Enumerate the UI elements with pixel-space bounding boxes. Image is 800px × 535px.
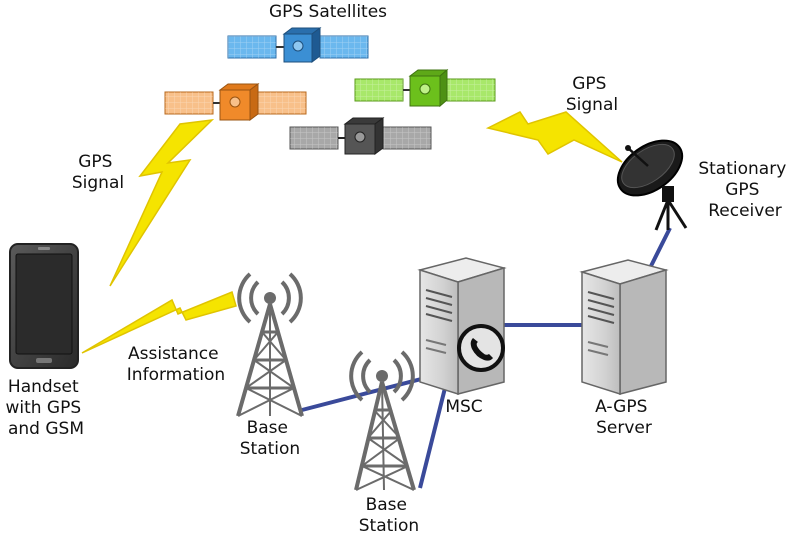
satellite-orange-icon — [164, 83, 307, 121]
label-agps-server: A-GPS Server — [595, 397, 653, 438]
satellite-green-icon — [354, 68, 496, 108]
msc-server-icon — [417, 257, 507, 396]
base-station-1-icon — [236, 272, 304, 417]
label-stationary-receiver: Stationary GPS Receiver — [698, 159, 791, 221]
satellite-dish-icon — [616, 139, 688, 231]
label-gps-satellites: GPS Satellites — [269, 2, 387, 22]
label-gps-signal-right: GPS Signal — [566, 74, 618, 115]
satellite-blue-icon — [227, 27, 369, 63]
handset-icon — [9, 243, 79, 369]
satellite-gray-icon — [289, 117, 432, 155]
label-gps-signal-left: GPS Signal — [72, 152, 124, 193]
agps-server-icon — [579, 259, 669, 396]
diagram-labels: GPS Satellites GPS Signal GPS Signal Sta… — [5, 2, 791, 535]
label-base-station-2: Base Station — [359, 495, 419, 535]
lightning-assistance-icon — [81, 290, 237, 354]
label-handset: Handset with GPS and GSM — [5, 377, 86, 439]
lightning-left-icon — [109, 118, 215, 287]
link-agps-receiver — [648, 227, 672, 269]
label-assistance-information: Assistance Information — [127, 344, 225, 385]
phone-handset-icon — [457, 324, 505, 372]
network-links — [301, 227, 672, 489]
lightning-right-icon — [485, 111, 623, 163]
label-msc: MSC — [445, 397, 482, 417]
link-base2-msc — [418, 387, 447, 489]
link-base1-msc — [301, 376, 426, 412]
label-base-station-1: Base Station — [240, 418, 300, 459]
base-station-2-icon — [349, 350, 416, 491]
